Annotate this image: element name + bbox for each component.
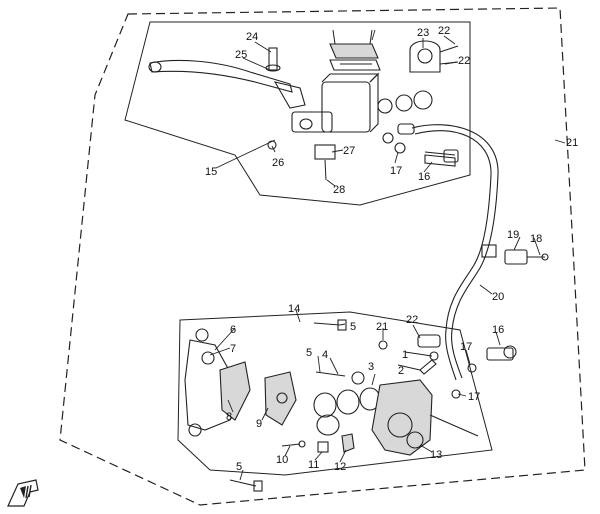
- callout-3: 3: [368, 361, 374, 373]
- pivot-bolt: [265, 47, 281, 72]
- reservoir-cap: [329, 29, 381, 71]
- master-cylinder-group-boundary: [124, 21, 471, 206]
- hose-clamp-lower: [378, 334, 441, 350]
- callout-15: 15: [205, 166, 217, 178]
- caliper-group-boundary: [177, 311, 493, 476]
- pad-pin-parts: [281, 433, 355, 453]
- leader-lines: [209, 29, 566, 481]
- callout-18: 18: [530, 233, 542, 245]
- callout-20: 20: [492, 291, 504, 303]
- callout-12: 12: [334, 461, 346, 473]
- callout-19: 19: [507, 229, 519, 241]
- callout-21-outer: 21: [566, 137, 578, 149]
- callout-9: 9: [256, 418, 262, 430]
- callout-27: 27: [343, 145, 355, 157]
- caliper-bracket: [184, 328, 241, 437]
- slide-pin-bolts: [229, 319, 479, 492]
- callout-4: 4: [322, 349, 328, 361]
- callout-11: 11: [308, 459, 319, 471]
- callout-21-lower: 21: [376, 321, 388, 333]
- brake-light-switch: [267, 140, 336, 181]
- callout-24: 24: [246, 31, 258, 43]
- brake-hose: [411, 124, 499, 381]
- callout-17-mid: 17: [460, 341, 472, 353]
- callout-7: 7: [230, 343, 236, 355]
- callout-28: 28: [333, 184, 345, 196]
- callout-25: 25: [235, 49, 247, 61]
- callout-22-top: 22: [438, 25, 450, 37]
- piston-kit: [377, 90, 433, 114]
- callout-6: 6: [230, 324, 236, 336]
- callout-26: 26: [272, 157, 284, 169]
- callout-8: 8: [226, 411, 232, 423]
- callout-22-mid: 22: [458, 55, 470, 67]
- callout-2: 2: [398, 365, 404, 377]
- caliper-body: [371, 379, 433, 456]
- fr-arrow-icon: [7, 479, 39, 507]
- assembly-boundary-21: [59, 7, 586, 506]
- upper-banjo-fitting: [382, 123, 456, 167]
- callout-10: 10: [276, 454, 288, 466]
- hose-joint: [504, 249, 549, 265]
- master-cylinder-body: [291, 72, 380, 133]
- mirror-clamp: [409, 40, 459, 73]
- brake-lever: [148, 59, 306, 109]
- callout-17-lower: 17: [468, 391, 480, 403]
- callout-16-upper: 16: [418, 171, 430, 183]
- brake-pad-right: [264, 371, 297, 426]
- callout-5-mid: 5: [306, 347, 312, 359]
- callout-1: 1: [402, 349, 408, 361]
- brake-pad-left: [219, 361, 251, 421]
- lower-banjo-bolt: [451, 345, 517, 399]
- upper-banjo-bolt: [424, 149, 459, 163]
- callout-16-lower: 16: [492, 324, 504, 336]
- callout-14: 14: [288, 303, 300, 315]
- callout-5-top: 5: [350, 321, 356, 333]
- callout-5-bottom: 5: [236, 461, 242, 473]
- callout-23: 23: [417, 27, 429, 39]
- callout-13: 13: [430, 449, 442, 461]
- callout-17-upper: 17: [390, 165, 402, 177]
- callout-22-lower: 22: [406, 314, 418, 326]
- caliper-pistons: [313, 387, 381, 436]
